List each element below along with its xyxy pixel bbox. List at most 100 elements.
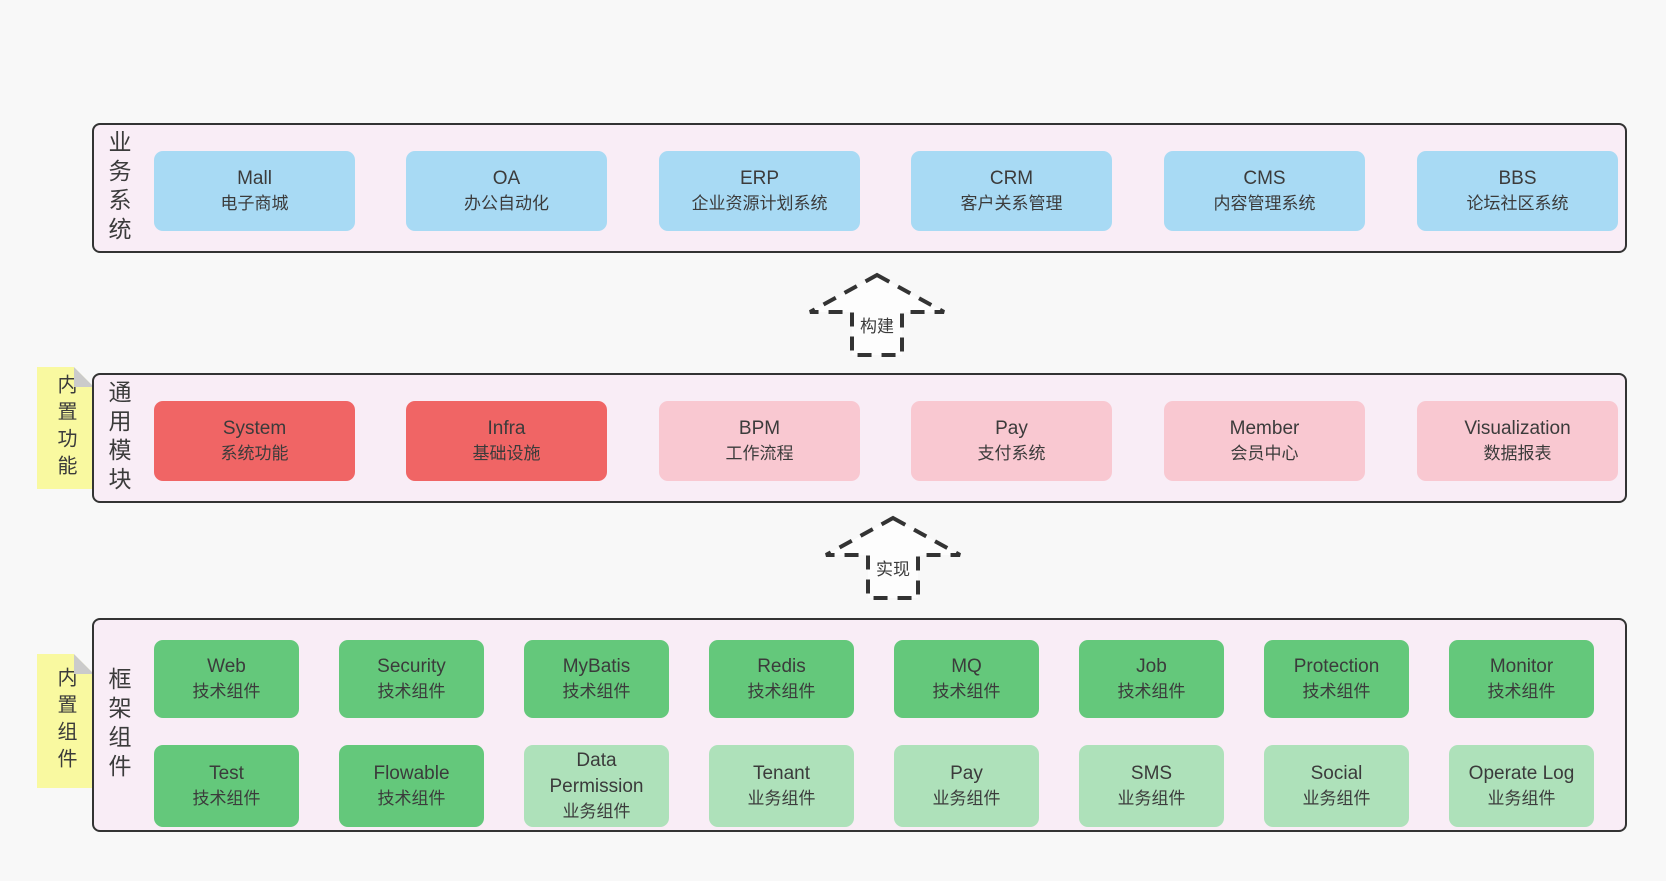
node-mybatis: MyBatis 技术组件 <box>524 640 669 718</box>
node-title: Data Permission <box>549 750 644 797</box>
node-subtitle: 技术组件 <box>377 789 446 808</box>
node-social: Social 业务组件 <box>1264 745 1409 827</box>
arrow-label-implement: 实现 <box>873 555 913 580</box>
node-title: Infra <box>487 418 526 439</box>
node-subtitle: 支付系统 <box>977 444 1046 463</box>
node-job: Job 技术组件 <box>1079 640 1224 718</box>
node-pay-system: Pay 支付系统 <box>911 401 1112 481</box>
layer-business-systems: 业务系统 Mall 电子商城 OA 办公自动化 ERP 企业资源计划系统 CRM… <box>92 123 1627 253</box>
node-title: System <box>222 418 287 439</box>
node-subtitle: 客户关系管理 <box>960 194 1063 213</box>
node-mall: Mall 电子商城 <box>154 151 355 231</box>
sticky-note-label: 内置功能 <box>54 374 76 482</box>
node-subtitle: 业务组件 <box>562 802 631 821</box>
node-monitor: Monitor 技术组件 <box>1449 640 1594 718</box>
node-subtitle: 业务组件 <box>932 789 1001 808</box>
node-redis: Redis 技术组件 <box>709 640 854 718</box>
node-subtitle: 技术组件 <box>932 682 1001 701</box>
node-crm: CRM 客户关系管理 <box>911 151 1112 231</box>
node-title: Operate Log <box>1468 763 1575 784</box>
node-visualization: Visualization 数据报表 <box>1417 401 1618 481</box>
node-subtitle: 企业资源计划系统 <box>691 194 828 213</box>
node-erp: ERP 企业资源计划系统 <box>659 151 860 231</box>
node-protection: Protection 技术组件 <box>1264 640 1409 718</box>
node-title: Protection <box>1293 656 1380 677</box>
arrow-up-build: 构建 <box>807 272 947 358</box>
node-subtitle: 技术组件 <box>192 789 261 808</box>
node-title: BBS <box>1498 168 1537 189</box>
node-system: System 系统功能 <box>154 401 355 481</box>
node-subtitle: 技术组件 <box>1487 682 1556 701</box>
node-bbs: BBS 论坛社区系统 <box>1417 151 1618 231</box>
node-title: OA <box>492 168 521 189</box>
layer-label-framework-components: 框架组件 <box>105 667 131 783</box>
node-flowable: Flowable 技术组件 <box>339 745 484 827</box>
node-bpm: BPM 工作流程 <box>659 401 860 481</box>
node-subtitle: 会员中心 <box>1230 444 1299 463</box>
sticky-note-built-in-components: 内置组件 <box>37 654 94 788</box>
node-title: Redis <box>757 656 806 677</box>
sticky-note-label: 内置组件 <box>54 667 76 775</box>
node-title: Tenant <box>752 763 811 784</box>
node-subtitle: 技术组件 <box>377 682 446 701</box>
folded-corner-cut <box>74 654 94 674</box>
node-title: Social <box>1310 763 1363 784</box>
node-subtitle: 技术组件 <box>192 682 261 701</box>
node-subtitle: 技术组件 <box>747 682 816 701</box>
node-mq: MQ 技术组件 <box>894 640 1039 718</box>
node-title: BPM <box>738 418 781 439</box>
node-subtitle: 业务组件 <box>747 789 816 808</box>
node-pay-component: Pay 业务组件 <box>894 745 1039 827</box>
node-title: SMS <box>1130 763 1173 784</box>
node-subtitle: 内容管理系统 <box>1213 194 1316 213</box>
node-subtitle: 系统功能 <box>220 444 289 463</box>
node-security: Security 技术组件 <box>339 640 484 718</box>
node-subtitle: 论坛社区系统 <box>1466 194 1569 213</box>
layer-common-modules: 通用模块 System 系统功能 Infra 基础设施 BPM 工作流程 Pay… <box>92 373 1627 503</box>
layer-framework-components: 框架组件 Web 技术组件 Security 技术组件 MyBatis 技术组件… <box>92 618 1627 832</box>
node-subtitle: 业务组件 <box>1117 789 1186 808</box>
arrow-label-build: 构建 <box>857 312 897 337</box>
node-subtitle: 基础设施 <box>472 444 541 463</box>
node-web: Web 技术组件 <box>154 640 299 718</box>
node-title: ERP <box>739 168 780 189</box>
node-subtitle: 业务组件 <box>1302 789 1371 808</box>
node-title: CMS <box>1243 168 1286 189</box>
sticky-note-built-in-features: 内置功能 <box>37 367 94 489</box>
node-title: Pay <box>995 418 1028 439</box>
node-title: Job <box>1136 656 1167 677</box>
node-title: CRM <box>989 168 1034 189</box>
node-cms: CMS 内容管理系统 <box>1164 151 1365 231</box>
node-title: Web <box>207 656 246 677</box>
node-title: Monitor <box>1489 656 1554 677</box>
node-infra: Infra 基础设施 <box>406 401 607 481</box>
node-title: Member <box>1229 418 1300 439</box>
layer-label-common-modules: 通用模块 <box>105 380 131 496</box>
node-title: Visualization <box>1464 418 1571 439</box>
node-title: Security <box>377 656 446 677</box>
node-subtitle: 技术组件 <box>1117 682 1186 701</box>
node-member: Member 会员中心 <box>1164 401 1365 481</box>
node-data-permission: Data Permission 业务组件 <box>524 745 669 827</box>
node-title: MQ <box>951 656 982 677</box>
node-subtitle: 办公自动化 <box>464 194 549 213</box>
node-operate-log: Operate Log 业务组件 <box>1449 745 1594 827</box>
node-subtitle: 工作流程 <box>725 444 794 463</box>
node-subtitle: 业务组件 <box>1487 789 1556 808</box>
node-sms: SMS 业务组件 <box>1079 745 1224 827</box>
node-oa: OA 办公自动化 <box>406 151 607 231</box>
node-title: MyBatis <box>562 656 631 677</box>
folded-corner-cut <box>74 367 94 387</box>
node-tenant: Tenant 业务组件 <box>709 745 854 827</box>
layer-label-business-systems: 业务系统 <box>105 130 131 246</box>
node-subtitle: 技术组件 <box>562 682 631 701</box>
node-title: Pay <box>950 763 983 784</box>
node-title: Flowable <box>373 763 450 784</box>
node-test: Test 技术组件 <box>154 745 299 827</box>
arrow-up-implement: 实现 <box>823 515 963 601</box>
node-subtitle: 电子商城 <box>220 194 289 213</box>
node-title: Test <box>209 763 244 784</box>
node-subtitle: 数据报表 <box>1483 444 1552 463</box>
node-title: Mall <box>237 168 272 189</box>
